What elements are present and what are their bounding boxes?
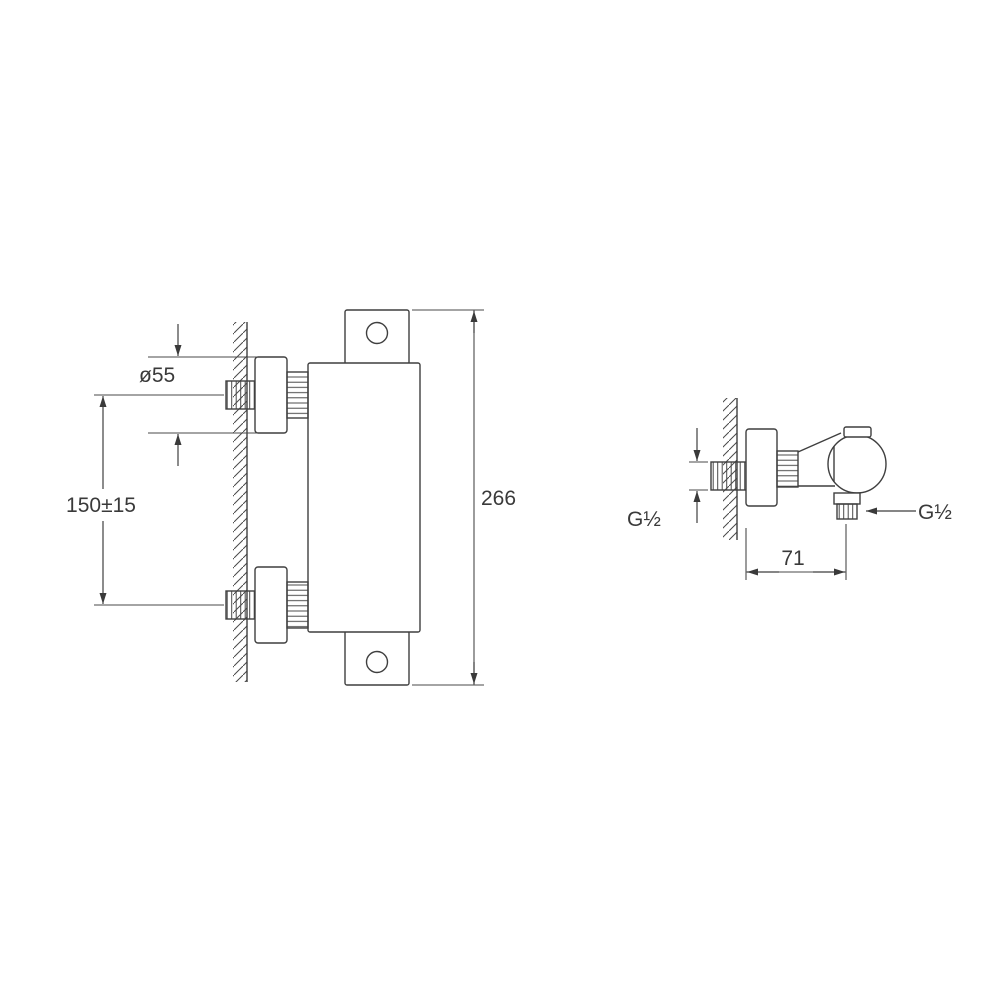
dim-label-overall-height: 266 <box>481 487 516 510</box>
dim-label-inlet-thread: G½ <box>627 508 661 531</box>
dim-label-wall-to-outlet: 71 <box>781 547 804 570</box>
bracket-line-top <box>797 432 842 453</box>
side-union-threads <box>776 450 799 488</box>
side-inlet-nipple <box>710 461 747 491</box>
dim-label-outlet-thread: G½ <box>918 501 952 524</box>
dim-label-port-spacing: 150±15 <box>66 494 136 517</box>
outlet-threads <box>836 503 858 520</box>
mixer-body <box>307 362 421 633</box>
dim-label-flange-diameter: ø55 <box>139 364 175 387</box>
outlet-port <box>833 492 861 520</box>
outlet-body <box>833 492 861 505</box>
dim-wall-to-outlet: 71 <box>745 524 847 580</box>
handle-end-circle <box>827 434 887 494</box>
wall-hatching-front <box>233 322 247 682</box>
dim-inlet-thread: G½ <box>627 428 708 531</box>
top-inlet-connection <box>225 356 309 434</box>
handle-top-cap <box>843 426 872 438</box>
bottom-inlet-connection <box>225 566 309 644</box>
side-view: G½ G½ 71 <box>627 398 952 580</box>
bottom-mounting-hole <box>365 650 389 674</box>
dim-flange-diameter: ø55 <box>139 324 258 466</box>
dim-outlet-thread: G½ <box>866 501 952 524</box>
front-view: ø55 150±15 266 <box>66 309 516 686</box>
dim-overall-height: 266 <box>412 309 516 686</box>
bottom-escutcheon <box>254 566 288 644</box>
dim-port-spacing: 150±15 <box>66 394 224 606</box>
top-mounting-hole <box>365 321 389 345</box>
top-inlet-nipple <box>225 380 256 410</box>
bottom-inlet-nipple <box>225 590 256 620</box>
top-union-threads <box>286 371 309 419</box>
top-escutcheon <box>254 356 288 434</box>
side-escutcheon <box>745 428 778 507</box>
bottom-union-threads <box>286 581 309 629</box>
